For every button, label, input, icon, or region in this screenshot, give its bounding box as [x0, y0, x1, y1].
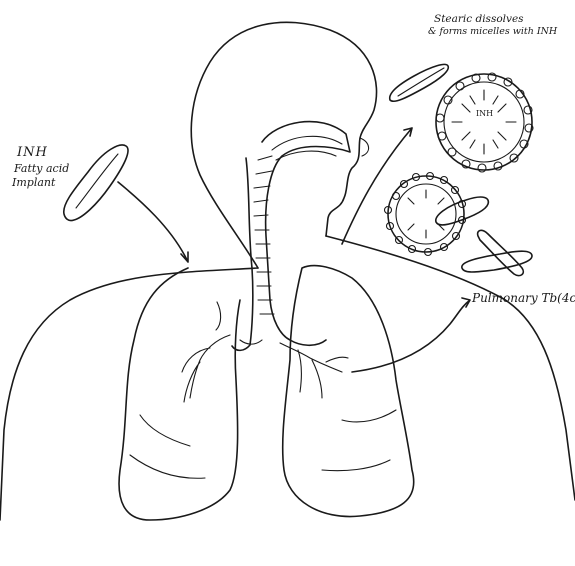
micelles-label: & forms micelles with INH	[428, 27, 557, 37]
implant-label: Implant	[12, 177, 55, 189]
inh-label: INH	[17, 146, 48, 160]
micelle-bottom	[385, 173, 533, 276]
micelle-inh-label: INH	[476, 110, 493, 118]
stearic-label: Stearic dissolves	[434, 14, 524, 25]
micelle-top	[436, 73, 533, 172]
right-lung	[280, 266, 414, 517]
left-lung	[119, 268, 262, 520]
stearic-rod	[390, 64, 449, 101]
implant-arrow	[118, 182, 188, 262]
pulmonary-arrow	[352, 298, 470, 372]
trachea	[232, 122, 350, 351]
pulmonary-tb-label: Pulmonary Tb(4cd)	[472, 292, 575, 305]
fatty-acid-label: Fatty acid	[14, 163, 69, 175]
